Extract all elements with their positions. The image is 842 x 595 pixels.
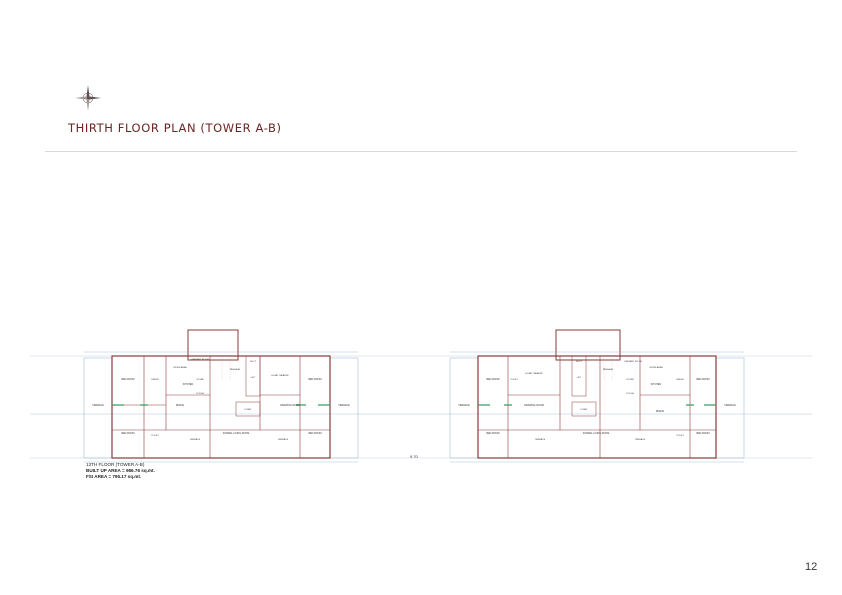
room-label: TOILET: [151, 435, 159, 437]
room-label: FORMAL LIVING ROOM: [583, 432, 609, 435]
room-label: BED ROOM: [486, 432, 499, 435]
room-label: BED ROOM: [121, 378, 134, 381]
north-compass-icon: [75, 85, 101, 111]
room-label: DRESS: [676, 379, 684, 381]
tower-a-plan: TERRACE TERRACE BED ROOM BED ROOM DRESS …: [83, 329, 359, 463]
room-label: POOJA: [626, 392, 634, 395]
room-label: DRESS: [151, 379, 159, 381]
page-number: 12: [805, 561, 818, 573]
room-label: TERRACE: [635, 438, 646, 441]
title-divider: [45, 151, 797, 152]
room-label: BED ROOM: [308, 378, 321, 381]
room-label: HOME THEATRE: [525, 372, 543, 375]
room-label: TERRACE: [190, 438, 201, 441]
room-label: PASSAGE: [603, 368, 614, 371]
room-label: TERRACE: [535, 438, 546, 441]
room-label: TOILET: [676, 435, 684, 437]
room-label: LOBBY: [580, 409, 588, 411]
room-label: DUCT: [250, 361, 257, 363]
built-up-area: BUILT UP AREA = 986.76 sq.mt.: [86, 468, 155, 473]
room-label: DUCT: [576, 361, 583, 363]
room-label: TOILET: [510, 379, 518, 381]
room-label: TERRACE: [458, 404, 470, 407]
room-label: BED ROOM: [121, 432, 134, 435]
room-label: KITCHEN: [651, 383, 662, 386]
room-label: POOJA: [196, 392, 204, 395]
room-label: PASSAGE: [230, 368, 241, 371]
room-label: STORE: [626, 379, 634, 381]
page-title: THIRTH FLOOR PLAN (TOWER A-B): [68, 121, 282, 135]
tower-gap-dimension: 9.70: [410, 454, 418, 459]
room-label: LOBBY: [244, 409, 252, 411]
area-statement: 13TH FLOOR (TOWER A-B) BUILT UP AREA = 9…: [86, 462, 155, 480]
room-label: TERRACE: [338, 404, 350, 407]
room-label: BED ROOM: [308, 432, 321, 435]
room-label: KITCHEN: [183, 383, 194, 386]
room-label: BED ROOM: [486, 378, 499, 381]
room-label: TERRACE: [92, 404, 104, 407]
room-label: DINING: [176, 404, 185, 407]
room-label: DRAWING ROOM: [524, 404, 544, 407]
room-label: LIFT: [251, 377, 256, 379]
room-label: FORMAL LIVING ROOM: [223, 432, 249, 435]
room-label: BED ROOM: [696, 432, 709, 435]
fsi-area: FSI AREA = 795.17 sq.mt.: [86, 474, 142, 479]
room-label: WORK AREA: [173, 366, 187, 369]
tower-b-plan: TERRACE TERRACE BED ROOM BED ROOM TOILET…: [449, 329, 745, 463]
room-label: DINING: [656, 410, 665, 413]
room-label: SERVANT ROOM: [624, 360, 642, 363]
room-label: TERRACE: [278, 438, 289, 441]
room-label: STORE: [196, 379, 204, 381]
room-label: DRAWING ROOM: [280, 404, 300, 407]
room-label: BED ROOM: [696, 378, 709, 381]
floor-label: 13TH FLOOR (TOWER A-B): [86, 462, 145, 467]
room-label: LIFT: [577, 377, 582, 379]
room-label: WORK AREA: [649, 366, 663, 369]
room-label: HOME THEATRE: [271, 374, 289, 377]
room-label: SERVANT ROOM: [191, 358, 209, 361]
room-label: TERRACE: [724, 404, 736, 407]
